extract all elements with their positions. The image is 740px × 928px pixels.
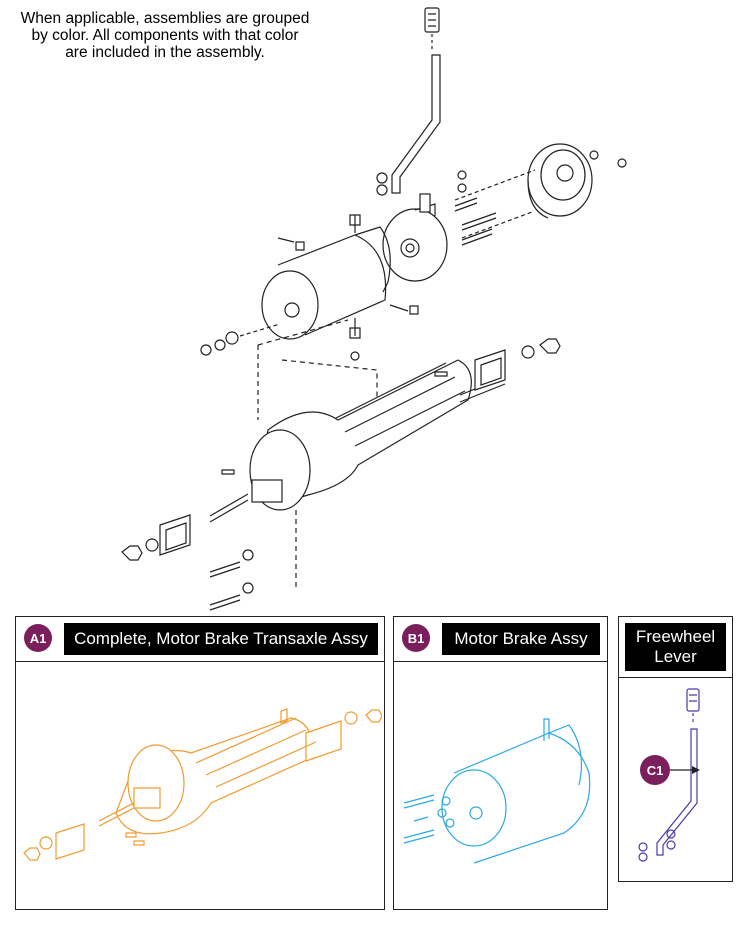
freewheel-title-line-2: Lever: [654, 647, 697, 666]
panel-freewheel-lever: Freewheel Lever: [618, 616, 733, 882]
badge-c1: C1: [640, 755, 670, 785]
badge-a1: A1: [24, 624, 52, 652]
freewheel-lever-part: [391, 7, 441, 194]
badge-b1: B1: [402, 624, 430, 652]
freewheel-title-line-1: Freewheel: [635, 627, 716, 646]
brake-screws: [454, 170, 497, 246]
panel-a1-header: A1 Complete, Motor Brake Transaxle Assy: [16, 617, 384, 662]
exploded-view-diagram: [121, 7, 627, 611]
note-line-2: by color. All components with that color: [31, 27, 299, 44]
freewheel-lever-diagram: [638, 688, 700, 862]
mounting-bolts: [209, 510, 297, 611]
left-axle-parts: [121, 469, 235, 561]
brake-part: [382, 193, 448, 282]
panel-b1: B1 Motor Brake Assy: [393, 616, 608, 910]
panel-b1-header: B1 Motor Brake Assy: [394, 617, 607, 662]
note-line-3: are included in the assembly.: [65, 44, 265, 61]
c1-leader-arrow: [670, 766, 700, 774]
panel-a1: A1 Complete, Motor Brake Transaxle Assy: [15, 616, 385, 910]
assembly-color-note: When applicable, assemblies are grouped …: [0, 10, 330, 61]
panel-freewheel-title: Freewheel Lever: [625, 623, 726, 671]
note-line-1: When applicable, assemblies are grouped: [20, 10, 310, 27]
panel-freewheel-header: Freewheel Lever: [619, 617, 732, 678]
motor-part: [261, 226, 391, 340]
brake-cover-part: [527, 143, 593, 219]
transaxle-assembly-diagram: [23, 708, 382, 861]
transaxle-part: [209, 359, 506, 523]
panel-b1-title: Motor Brake Assy: [442, 623, 600, 655]
right-axle-parts: [434, 338, 561, 391]
panel-a1-title: Complete, Motor Brake Transaxle Assy: [64, 623, 378, 655]
motor-brake-assembly-diagram: [403, 718, 591, 864]
